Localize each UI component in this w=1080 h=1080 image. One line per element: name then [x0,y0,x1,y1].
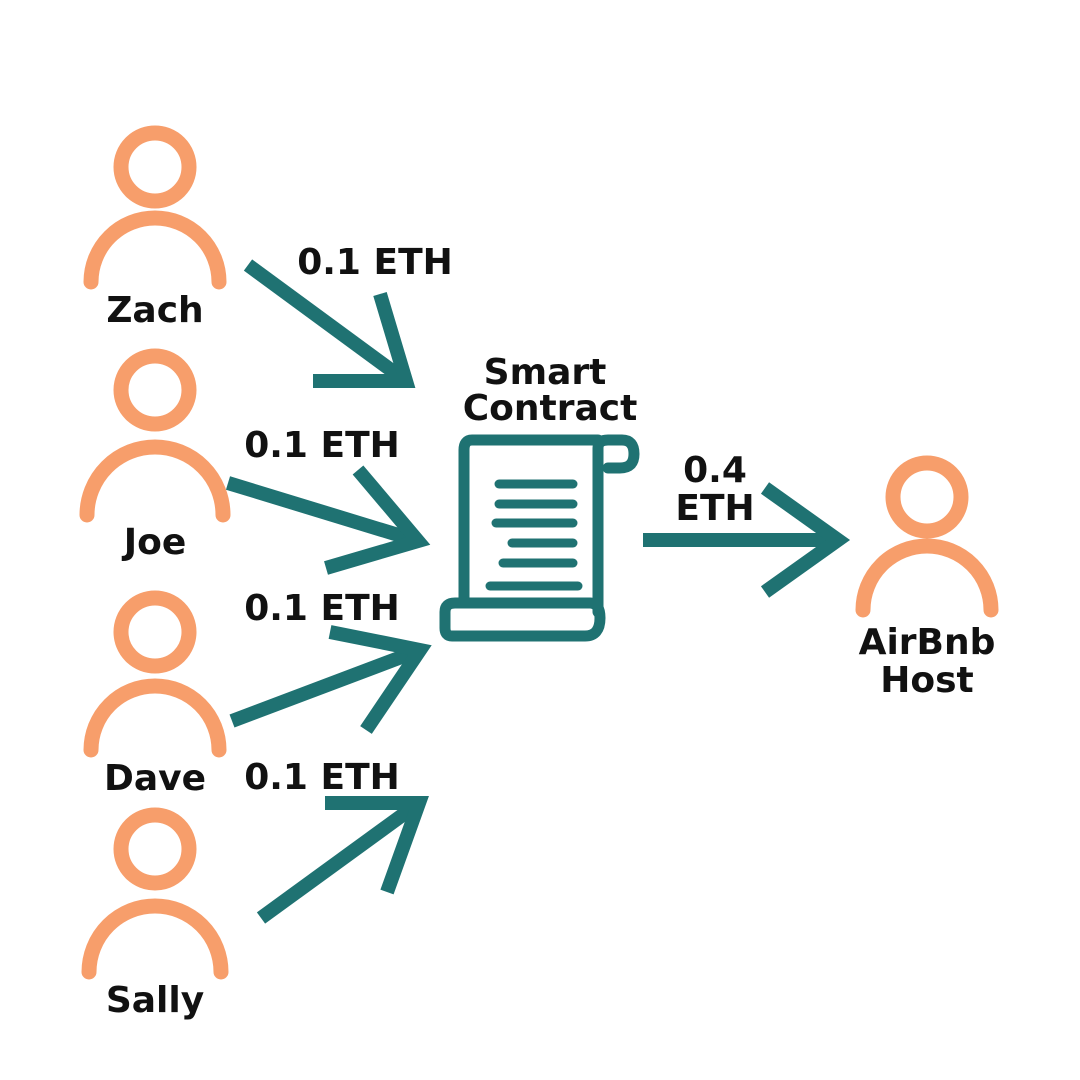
host-label-line1: AirBnb [859,622,996,663]
payment-amount-joe: 0.1 ETH [244,425,400,466]
arrow-contract-to-host [643,482,851,598]
person-name-joe: Joe [121,522,187,563]
arrow-zach-to-contract [243,259,416,388]
arrow-joe-to-contract [225,465,431,575]
person-icon-zach [83,125,227,290]
contract-scroll-icon [439,434,640,642]
payout-amount-line2: ETH [675,488,754,529]
person-icon-host [855,455,999,618]
person-icon-dave [83,590,227,758]
person-icon-sally [81,807,229,980]
contract-label-line2: Contract [463,388,638,429]
person-name-sally: Sally [106,980,204,1021]
payment-amount-dave: 0.1 ETH [244,588,400,629]
payment-amount-sally: 0.1 ETH [244,757,400,798]
contract-label-line1: Smart [484,352,607,393]
host-label-line2: Host [880,660,974,701]
payout-amount-line1: 0.4 [683,450,747,491]
arrow-sally-to-contract [256,796,429,924]
person-icon-joe [79,348,231,523]
person-name-zach: Zach [106,290,203,331]
payment-amount-zach: 0.1 ETH [297,242,453,283]
arrow-dave-to-contract [229,625,432,734]
person-name-dave: Dave [104,758,206,799]
